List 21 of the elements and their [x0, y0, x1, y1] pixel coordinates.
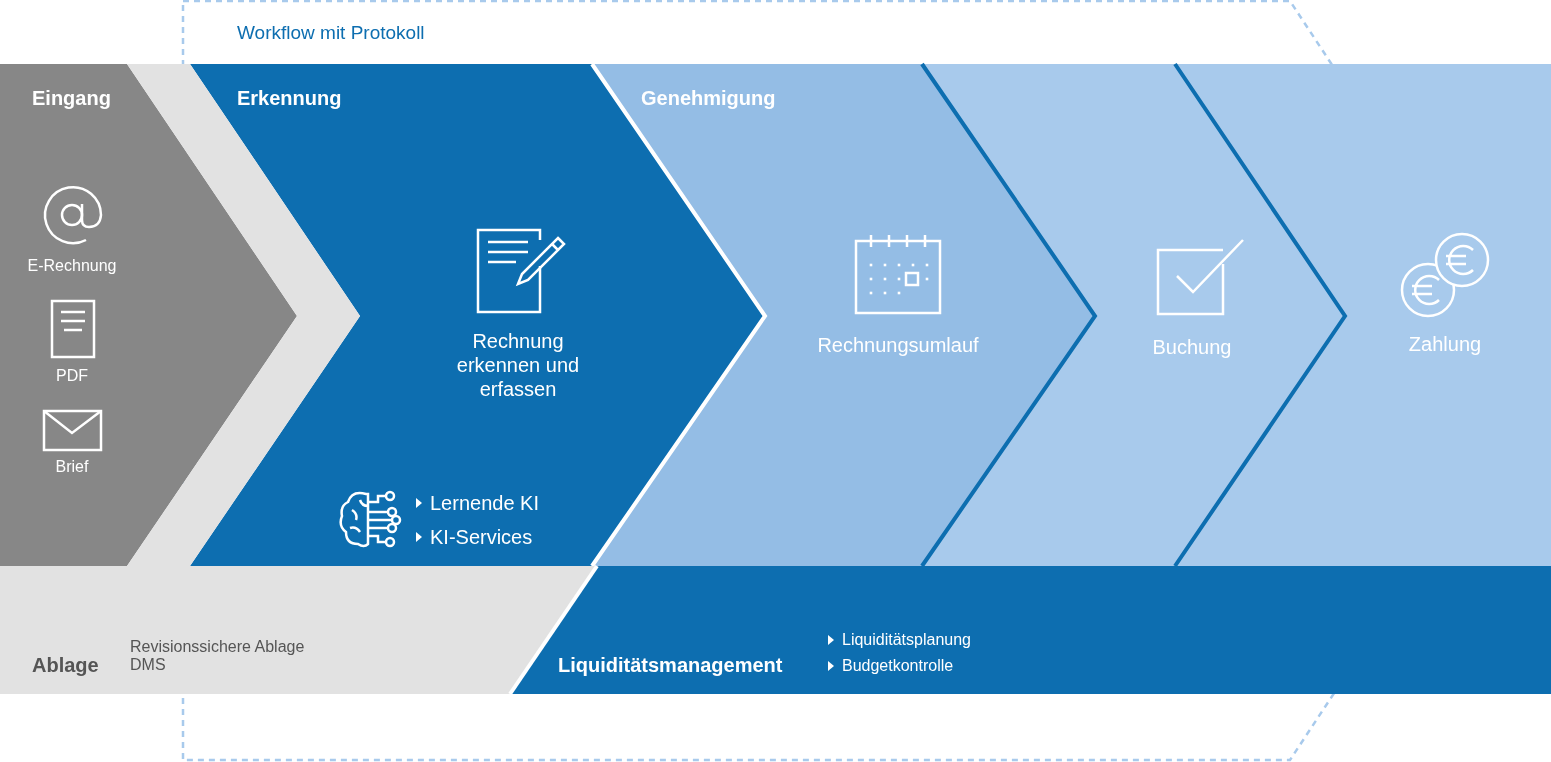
channel-label: PDF [56, 366, 88, 386]
stage-heading: Genehmigung [641, 86, 776, 110]
bullet-item: Liquiditätsplanung [842, 630, 971, 650]
step-label: Buchung [1152, 335, 1232, 359]
description-text: Revisionssichere Ablage [130, 637, 305, 657]
step-label: Rechnung erkennen und erfassen [455, 329, 581, 401]
bullet-item: Lernende KI [430, 491, 539, 515]
description-text: DMS [130, 655, 166, 675]
stage-heading: Erkennung [237, 86, 342, 110]
bullet-item: KI-Services [430, 525, 533, 549]
bullet-item: Budgetkontrolle [842, 656, 954, 676]
step-label: Zahlung [1408, 332, 1482, 356]
frame-title: Workflow mit Protokoll [237, 22, 425, 44]
stage-heading: Eingang [32, 86, 111, 110]
channel-label: Brief [55, 457, 89, 477]
liquidity-band [510, 566, 1551, 694]
stage-band [592, 64, 1095, 566]
band-heading: Ablage [32, 653, 99, 677]
channel-label: E-Rechnung [27, 256, 117, 276]
step-label: Rechnungsumlauf [817, 333, 979, 357]
band-heading: Liquiditätsmanagement [558, 653, 783, 677]
